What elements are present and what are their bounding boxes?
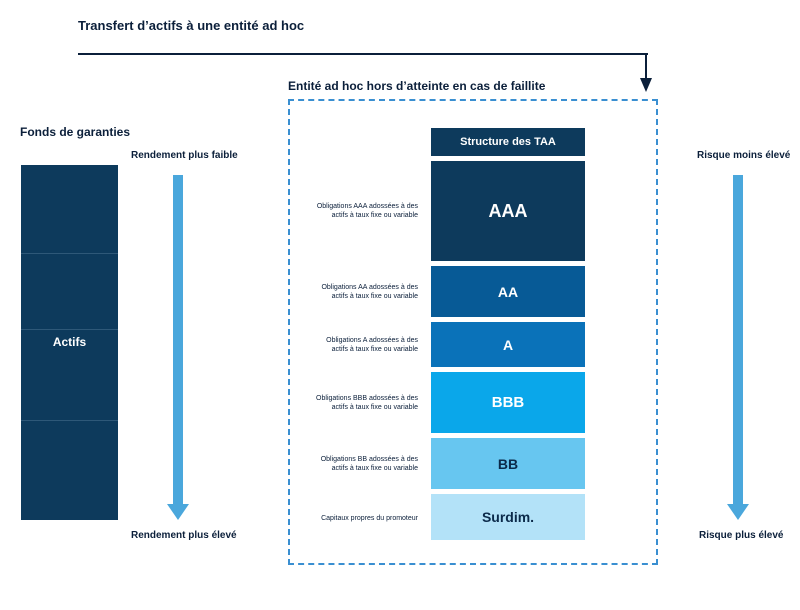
risk-arrow-head-icon [727, 504, 749, 520]
transfer-title: Transfert d’actifs à une entité ad hoc [78, 18, 305, 33]
tranche-aaa-description: Obligations AAA adossées à des actifs à … [316, 203, 418, 219]
fund-divider [21, 253, 118, 254]
structure-header: Structure des TAA [431, 128, 585, 156]
tranche-bb: BB [431, 438, 585, 489]
tranche-aa: AA [431, 266, 585, 317]
risk-arrow-shaft [733, 175, 743, 505]
return-low-label: Rendement plus faible [131, 150, 238, 161]
tranche-overcollateral-description: Capitaux propres du promoteur [321, 515, 418, 522]
tranche-a: A [431, 322, 585, 367]
return-high-label: Rendement plus élevé [131, 530, 237, 541]
tranche-aa-description: Obligations AA adossées à des actifs à t… [321, 284, 418, 300]
tranche-a-description: Obligations A adossées à des actifs à ta… [326, 337, 418, 353]
fund-divider [21, 420, 118, 421]
spv-box [288, 99, 658, 565]
risk-high-label: Risque plus élevé [699, 530, 784, 541]
transfer-arrow-drop [645, 53, 647, 79]
transfer-arrow-head-icon [640, 78, 652, 92]
risk-low-label: Risque moins élevé [697, 150, 791, 161]
return-arrow-shaft [173, 175, 183, 505]
tranche-bbb: BBB [431, 372, 585, 433]
tranche-bbb-description: Obligations BBB adossées à des actifs à … [316, 395, 418, 411]
tranche-bb-description: Obligations BB adossées à des actifs à t… [320, 456, 418, 472]
tranche-aaa: AAA [431, 161, 585, 261]
fund-assets-column [21, 165, 118, 520]
fund-title: Fonds de garanties [20, 125, 131, 139]
fund-divider [21, 329, 118, 330]
fund-assets-label: Actifs [52, 335, 87, 349]
return-arrow-head-icon [167, 504, 189, 520]
tranche-overcollateral: Surdim. [431, 494, 585, 540]
spv-title: Entité ad hoc hors d’atteinte en cas de … [288, 79, 546, 93]
transfer-arrow-line [78, 53, 648, 55]
